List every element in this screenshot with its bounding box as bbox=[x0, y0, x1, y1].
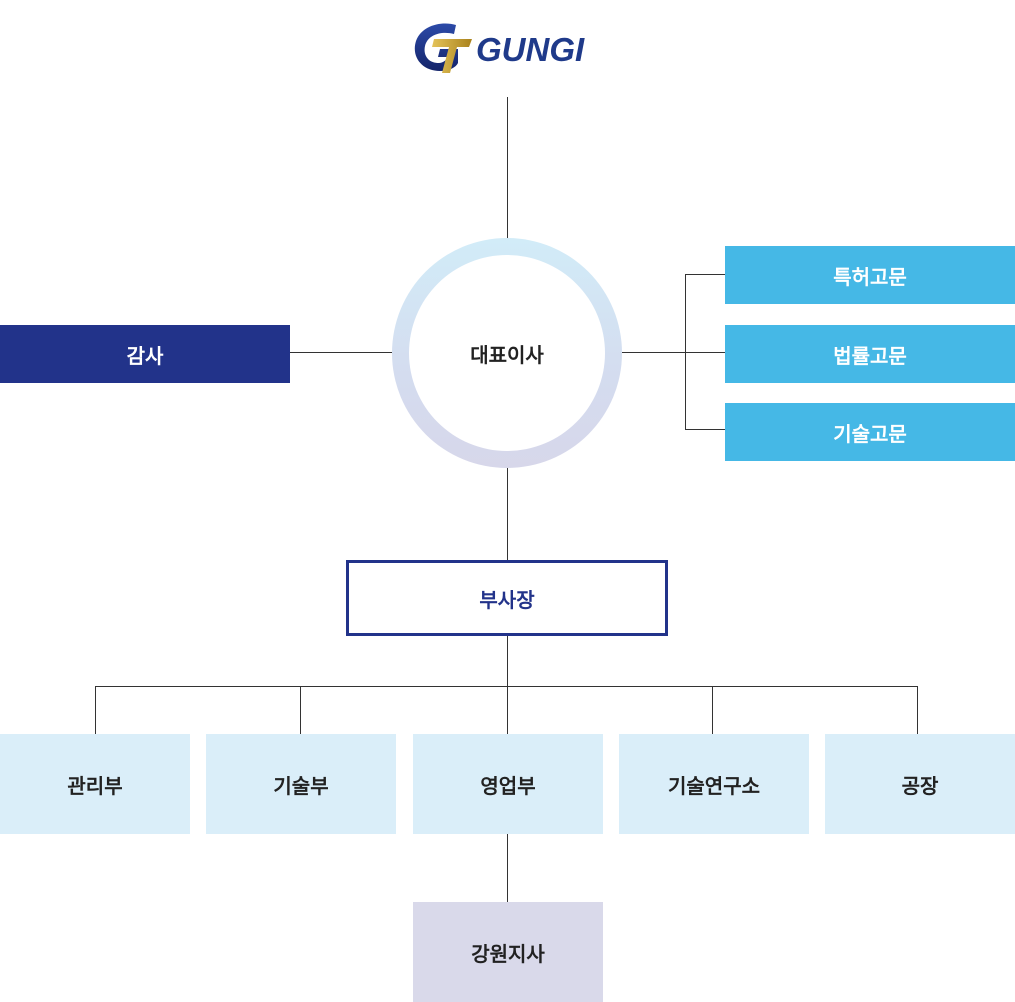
connector-sales-branch bbox=[507, 834, 508, 902]
vice-president-box: 부사장 bbox=[346, 560, 668, 636]
connector-dept-5 bbox=[917, 686, 918, 734]
connector-vp-depts bbox=[507, 636, 508, 734]
audit-label: 감사 bbox=[126, 343, 164, 368]
advisor-label: 기술고문 bbox=[833, 421, 907, 446]
dept-box-research-lab: 기술연구소 bbox=[619, 734, 809, 834]
dept-box-sales: 영업부 bbox=[413, 734, 603, 834]
advisor-box-patent: 특허고문 bbox=[725, 246, 1015, 304]
logo-g-icon bbox=[414, 23, 472, 73]
dept-box-management: 관리부 bbox=[0, 734, 190, 834]
dept-label: 기술연구소 bbox=[668, 773, 760, 798]
dept-label: 영업부 bbox=[480, 773, 536, 798]
dept-label: 공장 bbox=[901, 773, 939, 798]
vice-president-label: 부사장 bbox=[479, 587, 535, 612]
ceo-node: 대표이사 bbox=[392, 238, 622, 468]
connector-logo-ceo bbox=[507, 97, 508, 238]
audit-box: 감사 bbox=[0, 325, 290, 383]
company-logo: GUNGI bbox=[412, 18, 612, 76]
connector-dept-2 bbox=[300, 686, 301, 734]
logo-text: GUNGI bbox=[476, 31, 585, 68]
dept-label: 관리부 bbox=[67, 773, 123, 798]
connector-dept-4 bbox=[712, 686, 713, 734]
advisor-box-legal: 법률고문 bbox=[725, 325, 1015, 383]
advisor-label: 법률고문 bbox=[833, 343, 907, 368]
connector-ceo-advisors bbox=[622, 352, 725, 353]
connector-dept-bar bbox=[95, 686, 918, 687]
branch-box-gangwon: 강원지사 bbox=[413, 902, 603, 1002]
branch-label: 강원지사 bbox=[471, 941, 545, 966]
ceo-label: 대표이사 bbox=[470, 342, 544, 367]
connector-ceo-vp bbox=[507, 468, 508, 560]
connector-advisor-bracket bbox=[685, 274, 686, 429]
advisor-label: 특허고문 bbox=[833, 264, 907, 289]
connector-advisor-3 bbox=[685, 429, 725, 430]
dept-box-technology: 기술부 bbox=[206, 734, 396, 834]
connector-dept-1 bbox=[95, 686, 96, 734]
advisor-box-technical: 기술고문 bbox=[725, 403, 1015, 461]
dept-box-factory: 공장 bbox=[825, 734, 1015, 834]
ceo-node-inner: 대표이사 bbox=[409, 255, 605, 451]
connector-advisor-1 bbox=[685, 274, 725, 275]
dept-label: 기술부 bbox=[273, 773, 329, 798]
connector-audit-ceo bbox=[290, 352, 392, 353]
